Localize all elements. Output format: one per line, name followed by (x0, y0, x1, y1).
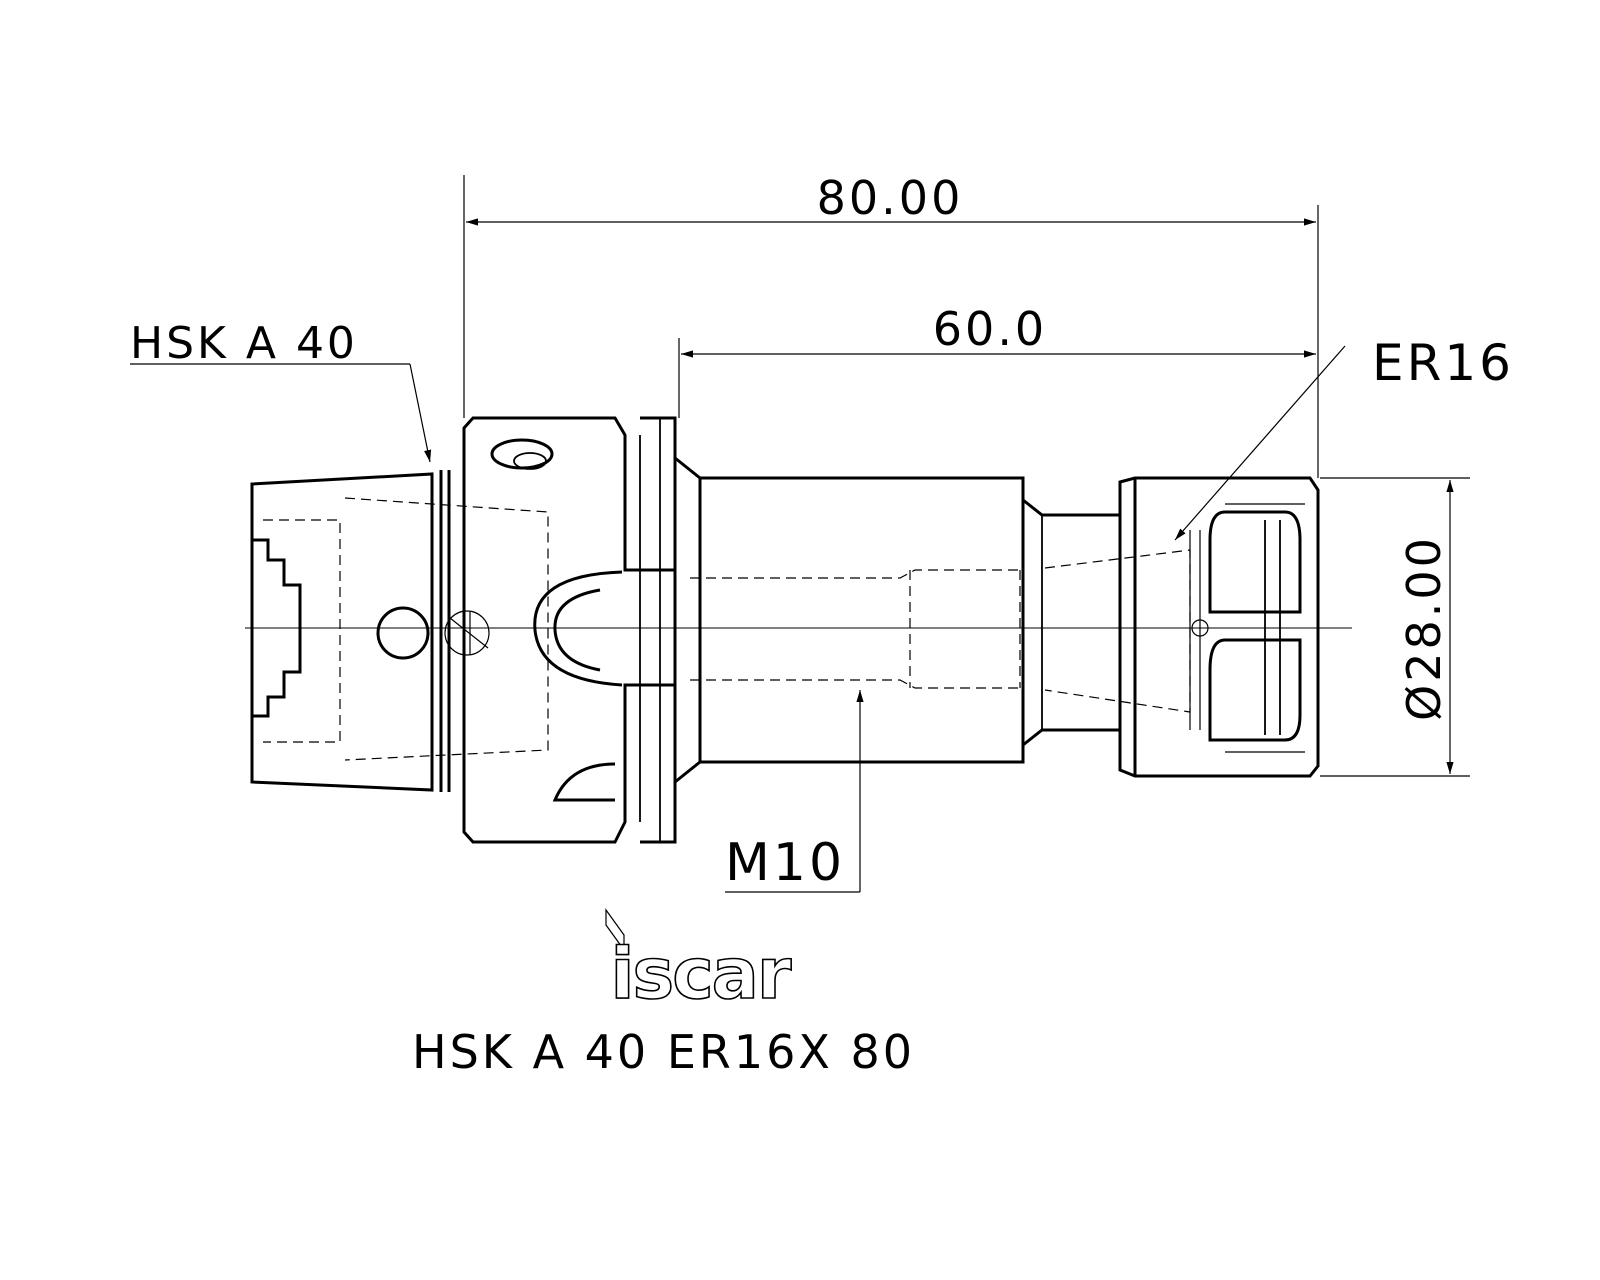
overall-length-label: 80.00 (817, 171, 964, 225)
thread-callout-label: M10 (725, 833, 845, 893)
collet-callout-leader (1174, 345, 1346, 541)
flange (462, 416, 677, 844)
collet-callout-label: ER16 (1372, 334, 1514, 392)
thread-callout-leader (725, 690, 864, 893)
main-body (674, 456, 1122, 784)
gauge-length-dimension (678, 338, 1316, 418)
brand-logo-text: iscar (611, 933, 792, 1015)
shank-callout-leader (130, 363, 432, 463)
part-number: HSK A 40 ER16X 80 (412, 1025, 915, 1079)
gauge-length-label: 60.0 (933, 302, 1047, 356)
brand-logo: iscar (605, 908, 795, 1016)
collet-nut (1044, 476, 1320, 778)
diameter-label: Ø28.00 (1397, 535, 1451, 721)
overall-length-dimension (463, 175, 1319, 478)
hsk-shank (250, 470, 549, 792)
shank-callout-label: HSK A 40 (130, 318, 358, 369)
diameter-dimension (1320, 477, 1470, 777)
